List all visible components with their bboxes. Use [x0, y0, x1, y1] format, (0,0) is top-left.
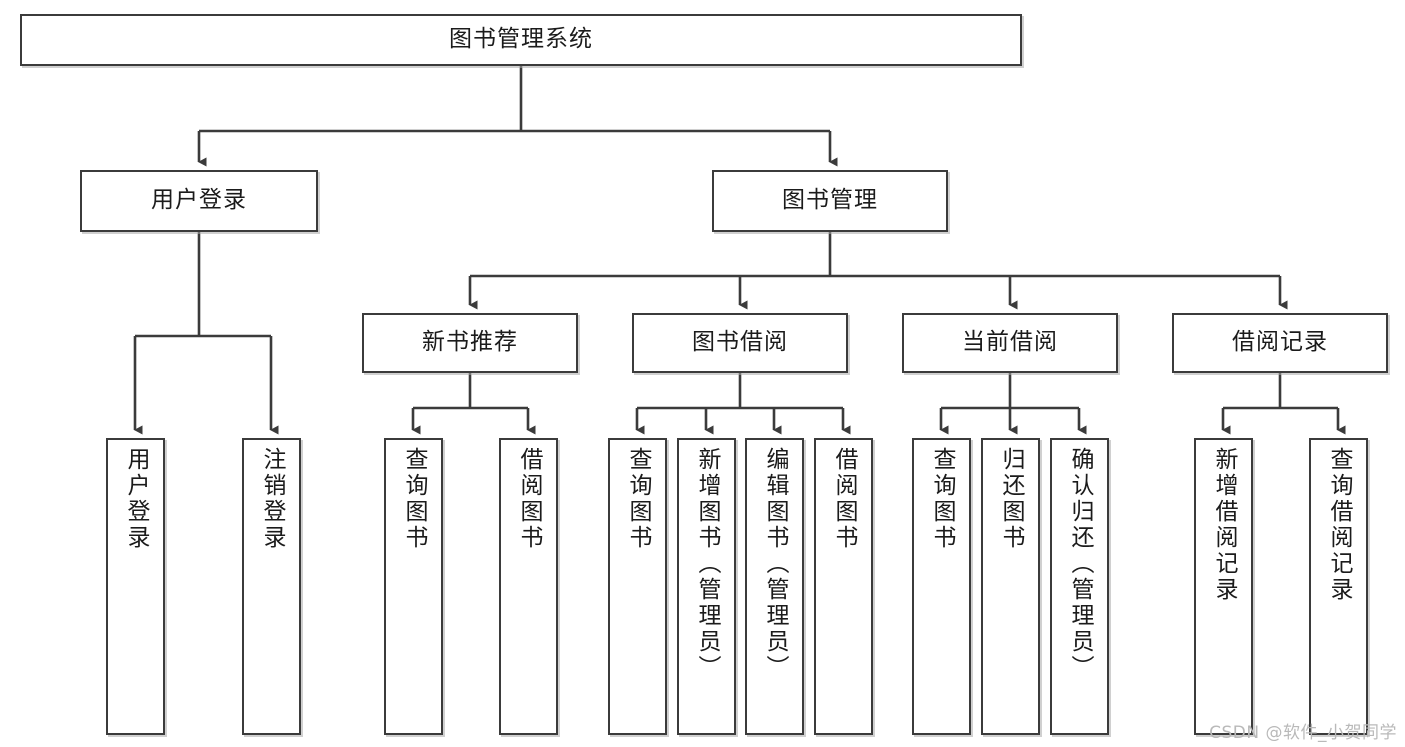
- node-label: 查询图书: [929, 447, 955, 551]
- node-label: 查询借阅记录: [1326, 447, 1352, 603]
- node-borrowing-records[interactable]: 借阅记录: [1172, 313, 1388, 373]
- node-label: 新增图书（管理员）: [694, 447, 720, 681]
- leaf-query-books-borrow[interactable]: 查询图书: [608, 438, 667, 735]
- node-user-login[interactable]: 用户登录: [80, 170, 318, 232]
- node-new-book-recommendation[interactable]: 新书推荐: [362, 313, 578, 373]
- node-label: 确认归还（管理员）: [1067, 447, 1093, 681]
- node-label: 查询图书: [401, 447, 427, 551]
- leaf-add-book-admin[interactable]: 新增图书（管理员）: [677, 438, 736, 735]
- node-label: 图书管理: [782, 187, 878, 214]
- node-label: 借阅图书: [516, 447, 542, 551]
- node-label: 图书借阅: [692, 329, 788, 356]
- node-label: 当前借阅: [962, 329, 1058, 356]
- leaf-user-login[interactable]: 用户登录: [106, 438, 165, 735]
- node-current-borrowing[interactable]: 当前借阅: [902, 313, 1118, 373]
- node-label: 编辑图书（管理员）: [762, 447, 788, 681]
- leaf-query-books-current[interactable]: 查询图书: [912, 438, 971, 735]
- node-label: 用户登录: [123, 447, 149, 551]
- leaf-edit-book-admin[interactable]: 编辑图书（管理员）: [745, 438, 804, 735]
- node-label: 新增借阅记录: [1211, 447, 1237, 603]
- node-book-management[interactable]: 图书管理: [712, 170, 948, 232]
- leaf-add-borrow-record[interactable]: 新增借阅记录: [1194, 438, 1253, 735]
- node-label: 用户登录: [151, 187, 247, 214]
- node-label: 注销登录: [259, 447, 285, 551]
- node-label: 借阅记录: [1232, 329, 1328, 356]
- node-book-borrowing[interactable]: 图书借阅: [632, 313, 848, 373]
- node-label: 图书管理系统: [449, 26, 593, 53]
- leaf-borrow-books[interactable]: 借阅图书: [814, 438, 873, 735]
- leaf-confirm-return-admin[interactable]: 确认归还（管理员）: [1050, 438, 1109, 735]
- watermark: CSDN @软件_小贺同学: [1209, 723, 1397, 743]
- node-label: 新书推荐: [422, 329, 518, 356]
- node-label: 查询图书: [625, 447, 651, 551]
- leaf-query-borrow-record[interactable]: 查询借阅记录: [1309, 438, 1368, 735]
- leaf-query-books-recommend[interactable]: 查询图书: [384, 438, 443, 735]
- leaf-return-books[interactable]: 归还图书: [981, 438, 1040, 735]
- node-root-library-management-system[interactable]: 图书管理系统: [20, 14, 1022, 66]
- node-label: 归还图书: [998, 447, 1024, 551]
- leaf-logout[interactable]: 注销登录: [242, 438, 301, 735]
- node-label: 借阅图书: [831, 447, 857, 551]
- leaf-borrow-books-recommend[interactable]: 借阅图书: [499, 438, 558, 735]
